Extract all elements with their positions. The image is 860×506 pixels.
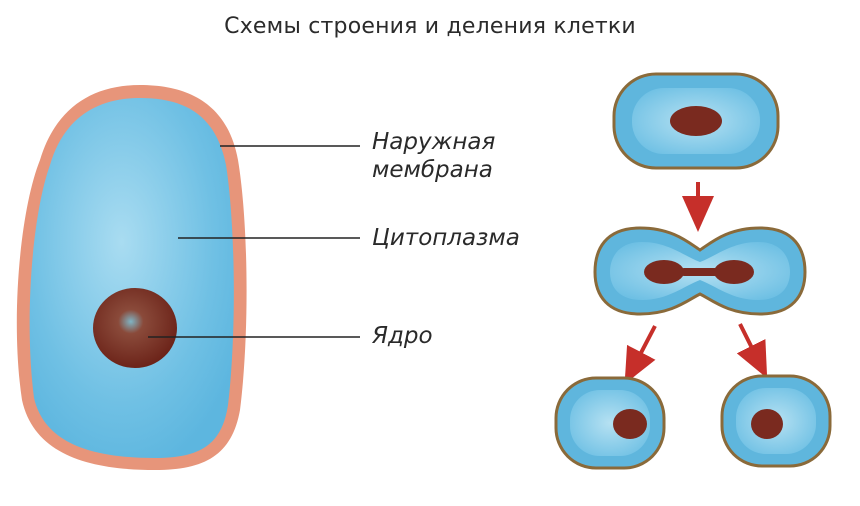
nucleus (93, 288, 177, 368)
cytoplasm (29, 98, 234, 458)
daughter-cell-left-nucleus (613, 409, 647, 439)
division-cell-2-nucleus-left (644, 260, 684, 284)
division-cell-2-nucleus-bridge (680, 268, 720, 276)
nucleus-label: Ядро (372, 323, 433, 349)
daughter-cell-right (720, 374, 832, 468)
membrane-label-line1: Наружная (372, 129, 496, 155)
membrane-label-line2: мембрана (372, 157, 493, 183)
division-cell-2-nucleus-right (714, 260, 754, 284)
diagram-title: Схемы строения и деления клетки (224, 14, 636, 39)
division-cell-1-nucleus (670, 106, 722, 136)
membrane-label: Наружная мембрана (372, 128, 495, 184)
division-cell-2 (593, 226, 807, 316)
daughter-cell-left-cytoplasm (570, 390, 650, 456)
large-cell (16, 85, 247, 470)
arrow-down-right (736, 323, 768, 379)
daughter-cell-left (554, 376, 666, 470)
daughter-cell-right-nucleus (751, 409, 783, 439)
arrow-down-left (624, 325, 657, 385)
division-cell-1 (612, 72, 780, 170)
cytoplasm-label: Цитоплазма (372, 225, 520, 251)
